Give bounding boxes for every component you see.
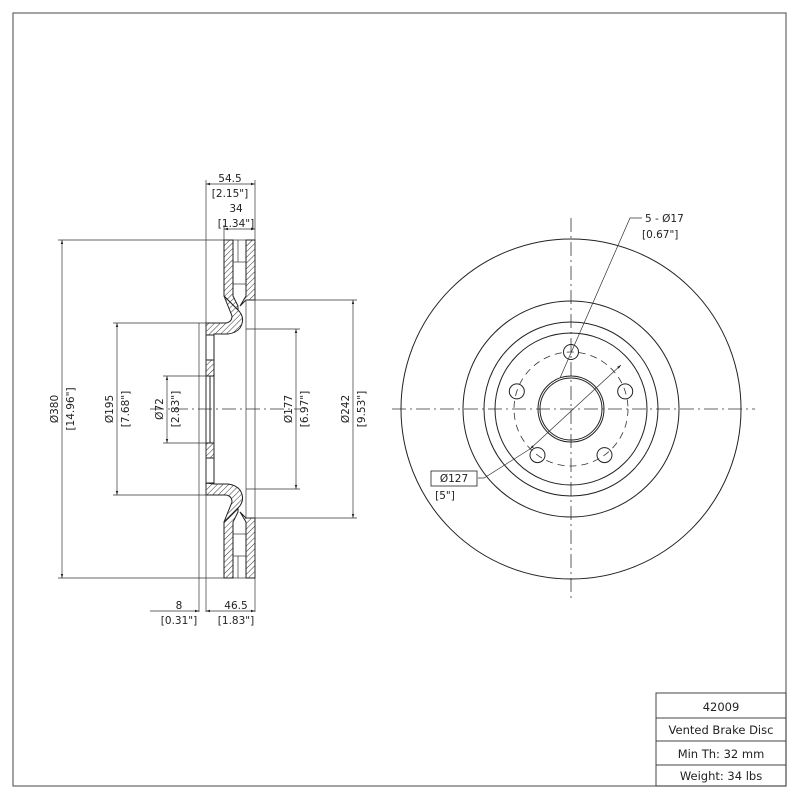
front-view — [392, 217, 755, 602]
bolt-hole-callout-in: [0.67"] — [642, 229, 678, 241]
dim-outer-diameter: Ø380 — [49, 395, 61, 423]
bolt-circle-diameter-in: [5"] — [435, 490, 455, 502]
dim-inner-hat-diameter-in: [6.97"] — [299, 391, 311, 427]
dim-hat-height: 46.5 — [224, 600, 247, 612]
dim-hat-diameter: Ø195 — [104, 395, 116, 423]
drawing-border — [12, 12, 787, 787]
dim-center-bore-in: [2.83"] — [170, 391, 182, 427]
bolt-hole-callout: 5 - Ø17 — [645, 213, 684, 225]
dim-hat-diameter-in: [7.68"] — [120, 391, 132, 427]
min-thickness: Min Th: 32 mm — [678, 747, 765, 761]
dim-hat-flange-thickness-in: [0.31"] — [161, 615, 197, 627]
dim-friction-inner-diameter: Ø242 — [340, 395, 352, 423]
dim-center-bore: Ø72 — [154, 398, 166, 420]
bolt-circle-box — [430, 470, 478, 487]
dim-rotor-thickness-in: [1.34"] — [218, 218, 254, 230]
weight: Weight: 34 lbs — [680, 769, 762, 783]
dim-friction-inner-diameter-in: [9.53"] — [356, 391, 368, 427]
part-description: Vented Brake Disc — [669, 723, 774, 737]
dim-hat-flange-thickness: 8 — [176, 600, 183, 612]
dim-rotor-thickness: 34 — [229, 203, 243, 215]
bolt-circle-diameter: Ø127 — [440, 473, 468, 485]
title-block — [655, 692, 787, 787]
dim-outer-diameter-in: [14.96"] — [65, 387, 77, 430]
dim-overall-width-in: [2.15"] — [212, 188, 248, 200]
dim-hat-height-in: [1.83"] — [218, 615, 254, 627]
section-view — [58, 180, 357, 613]
part-number: 42009 — [703, 700, 740, 714]
dim-overall-width: 54.5 — [218, 173, 241, 185]
dim-inner-hat-diameter: Ø177 — [283, 395, 295, 423]
